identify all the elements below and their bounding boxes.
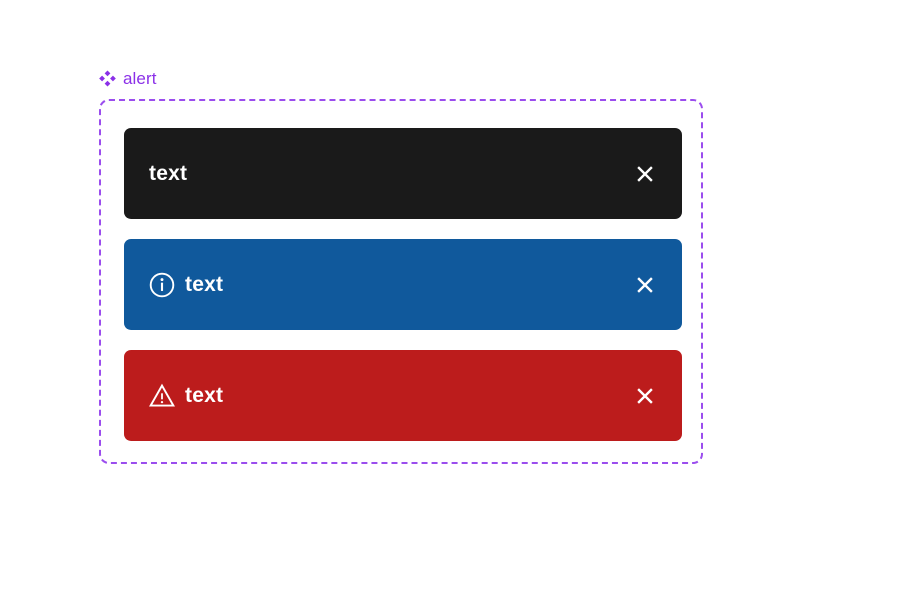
alert-dark: text	[124, 128, 682, 219]
alert-dark-text: text	[149, 162, 188, 185]
alert-dark-close-icon[interactable]	[630, 159, 660, 189]
warning-triangle-icon	[148, 383, 176, 409]
alert-dark-body: text	[149, 163, 630, 184]
alert-info: text	[124, 239, 682, 330]
alert-error-close-icon[interactable]	[630, 381, 660, 411]
info-circle-icon	[149, 272, 175, 298]
component-label: alert	[99, 66, 157, 90]
alert-error: text	[124, 350, 682, 441]
component-label-text: alert	[123, 68, 157, 88]
alert-stack: text text	[124, 128, 682, 441]
diamond-cluster-icon	[99, 70, 116, 87]
alert-error-body: text	[148, 383, 630, 409]
component-frame: text text	[99, 99, 703, 464]
alert-info-body: text	[149, 272, 630, 298]
alert-info-text: text	[185, 273, 224, 296]
alert-error-text: text	[185, 384, 224, 407]
alert-info-close-icon[interactable]	[630, 270, 660, 300]
